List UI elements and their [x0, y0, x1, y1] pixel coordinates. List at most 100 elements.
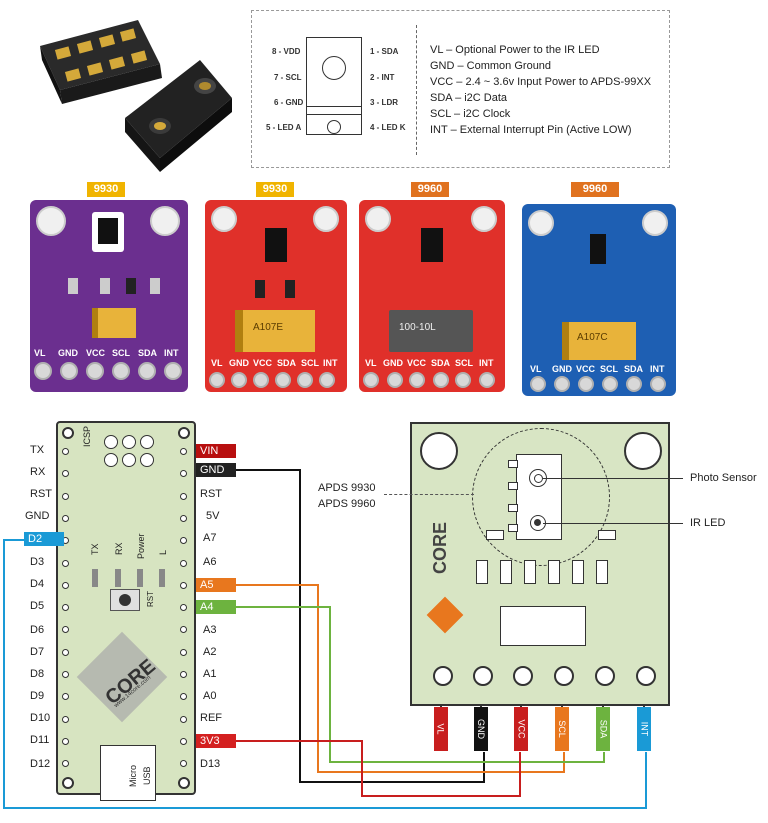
- led-indicator: [92, 569, 98, 587]
- capacitor: A107C: [562, 322, 636, 360]
- nano-pin-hole: [62, 626, 69, 634]
- led-label-rx: RX: [114, 542, 124, 555]
- board-pin-pad: [530, 376, 546, 392]
- board-pin-label: SCL: [112, 348, 130, 358]
- nano-pin-hole: [180, 626, 187, 634]
- board-version-tag: 9930: [256, 182, 294, 197]
- board-pin-label: GND: [383, 358, 403, 368]
- nano-pin-hole: [180, 448, 187, 455]
- board-pin-pad: [34, 362, 52, 380]
- pinout-right-pin: 1 - SDA: [370, 47, 399, 56]
- board-mount-hole: [150, 206, 180, 236]
- board-pin-pad: [650, 376, 666, 392]
- wire-vcc: [236, 740, 521, 797]
- nano-right-label: RST: [200, 488, 222, 500]
- wire-scl: [236, 584, 565, 773]
- board-pin-pad: [554, 376, 570, 392]
- nano-pin-hole: [180, 648, 187, 656]
- nano-pin-hole: [180, 760, 187, 768]
- board-version-tag: 9960: [411, 182, 449, 197]
- chip-label-pointer: [384, 494, 474, 495]
- icsp-label: ICSP: [82, 425, 92, 447]
- nano-pin-hole: [180, 470, 187, 478]
- sensor-chip: [421, 228, 443, 262]
- board-pin-label: SDA: [277, 358, 297, 368]
- nano-pin-hole: [180, 492, 187, 500]
- module-mount-hole: [624, 432, 662, 470]
- module-capacitor: [500, 606, 586, 646]
- board-pin-label: VCC: [86, 348, 106, 358]
- nano-pin-hole: [62, 693, 69, 701]
- nano-right-label-gnd: GND: [196, 463, 236, 477]
- module-pin-pad: [636, 666, 656, 686]
- board-red-9930: A107E VL GND VCC SDA SCL INT: [205, 200, 347, 392]
- board-pin-pad: [112, 362, 130, 380]
- ir-led-pointer: [543, 523, 683, 524]
- wire-int: [3, 539, 647, 809]
- board-pin-label: GND: [229, 358, 249, 368]
- nano-right-label-a5: A5: [196, 578, 236, 592]
- nano-pin-hole: [180, 537, 187, 545]
- nano-corner-hole: [178, 777, 190, 789]
- board-mount-hole: [36, 206, 66, 236]
- nano-pin-hole: [180, 581, 187, 589]
- board-pin-pad: [297, 372, 313, 388]
- capacitor-text: A107C: [577, 332, 608, 343]
- chip-label-9930: APDS 9930: [318, 482, 376, 494]
- board-pin-label: INT: [479, 358, 494, 368]
- nano-right-label-vin: VIN: [196, 444, 236, 458]
- board-pin-label: SCL: [301, 358, 319, 368]
- nano-right-label: A0: [203, 690, 217, 702]
- ir-led-label: IR LED: [690, 517, 726, 529]
- smd-resistor: [524, 560, 536, 584]
- board-pin-pad: [319, 372, 335, 388]
- board-purple-9930: VL GND VCC SCL SDA INT: [30, 200, 188, 392]
- board-pin-label: VL: [530, 364, 542, 374]
- board-pin-label: VCC: [407, 358, 427, 368]
- board-pin-label: GND: [58, 348, 78, 358]
- module-logo-text: CORE: [430, 521, 450, 574]
- nano-pin-hole: [62, 514, 69, 522]
- board-pin-pad: [86, 362, 104, 380]
- sensor-chip: [590, 234, 606, 264]
- board-version-tag: 9960: [571, 182, 619, 197]
- nano-left-label: D6: [30, 624, 45, 636]
- pinout-left-pin: 5 - LED A: [266, 123, 302, 132]
- smd-resistor: [596, 560, 608, 584]
- led-label-power: Power: [136, 533, 146, 559]
- board-pin-label: INT: [164, 348, 179, 358]
- sensor-chip: [265, 228, 287, 262]
- smd-component: [285, 280, 295, 298]
- pinout-right-pin: 2 - INT: [370, 73, 395, 82]
- nano-pin-hole: [180, 671, 187, 678]
- micro-usb-port[interactable]: [100, 745, 156, 801]
- chip-label-9960: APDS 9960: [318, 498, 376, 510]
- nano-pin-hole: [180, 737, 187, 745]
- usb-label-line1: Micro: [128, 765, 138, 787]
- led-label-l: L: [158, 549, 168, 555]
- nano-pin-hole: [62, 760, 69, 768]
- pinout-chip-lower-circle: [327, 120, 341, 134]
- smd-component: [150, 278, 160, 294]
- smd-pad: [486, 530, 504, 540]
- nano-right-label: D13: [200, 758, 221, 770]
- chip-photo: [20, 8, 240, 173]
- wire-label-gnd: GND: [474, 707, 488, 751]
- led-label-tx: TX: [90, 543, 100, 555]
- nano-left-label: TX: [30, 444, 45, 456]
- nano-left-label: D4: [30, 578, 45, 590]
- smd-pad: [508, 460, 518, 468]
- reset-button[interactable]: [110, 589, 140, 611]
- usb-label-line2: USB: [142, 766, 152, 785]
- pinout-description: VCC – 2.4 ~ 3.6v Input Power to APDS-99X…: [430, 76, 652, 88]
- board-pin-pad: [253, 372, 269, 388]
- board-version-tag: 9930: [87, 182, 125, 197]
- wire-label-sda: SDA: [596, 707, 610, 751]
- board-mount-hole: [528, 210, 554, 236]
- nano-pin-hole: [62, 604, 69, 612]
- nano-right-label: 5V: [206, 510, 220, 522]
- nano-left-label-d2: D2: [24, 532, 64, 546]
- nano-pin-hole: [62, 737, 69, 745]
- nano-right-label-3v3: 3V3: [196, 734, 236, 748]
- smd-component: [100, 278, 110, 294]
